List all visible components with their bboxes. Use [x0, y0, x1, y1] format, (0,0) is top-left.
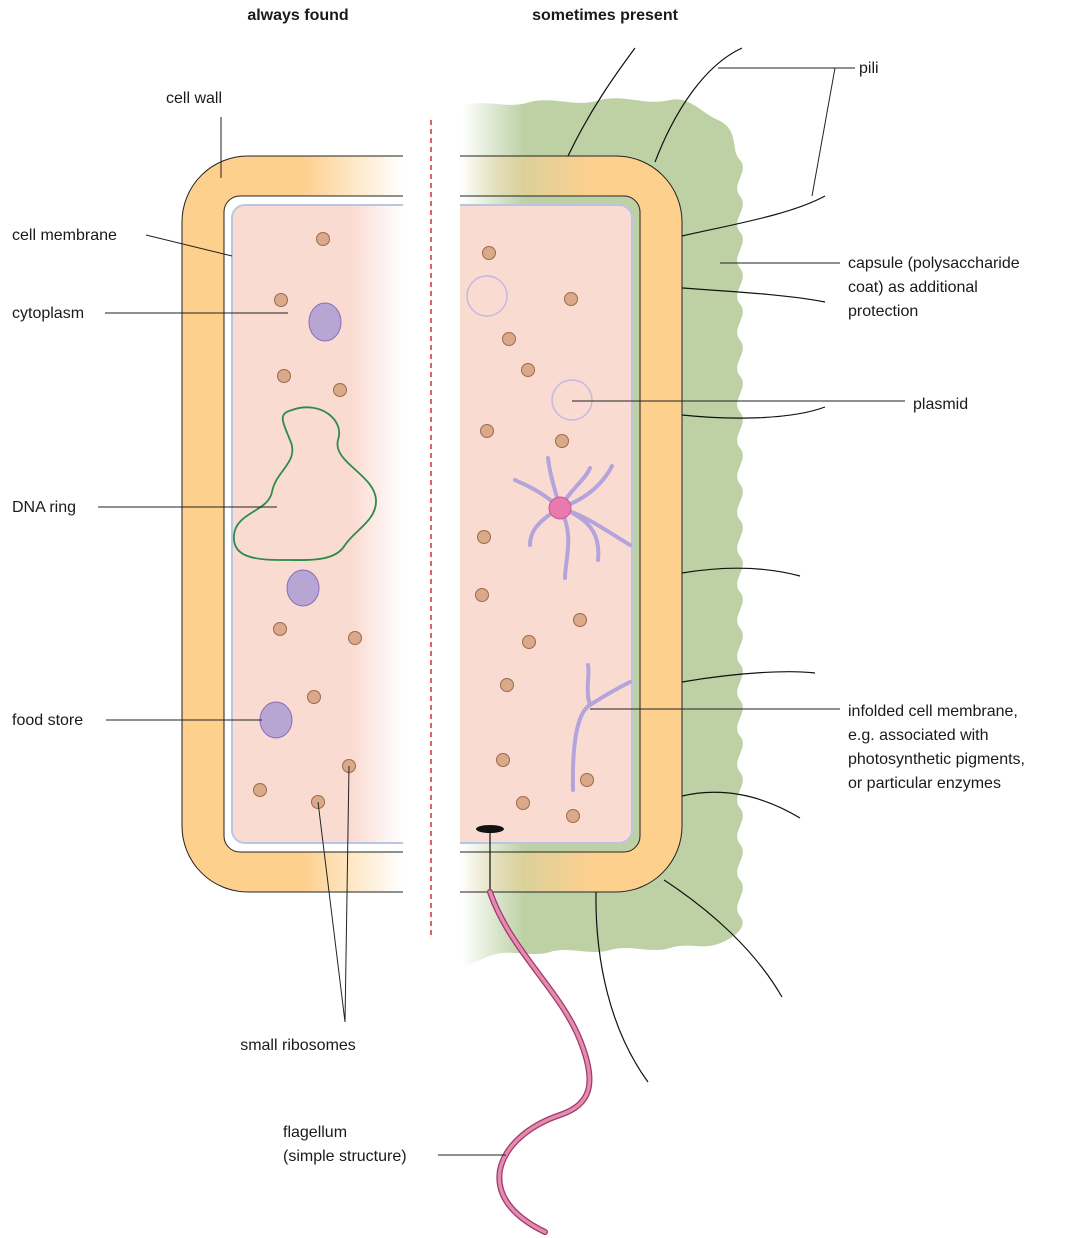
header-always-found: always found	[247, 7, 348, 24]
ribosome	[567, 810, 580, 823]
ribosome	[254, 784, 267, 797]
ribosome	[476, 589, 489, 602]
label-capsule-line1: capsule (polysaccharide	[848, 255, 1020, 272]
ribosome	[581, 774, 594, 787]
ribosome	[275, 294, 288, 307]
ribosome	[317, 233, 330, 246]
ribosome	[481, 425, 494, 438]
label-plasmid: plasmid	[913, 396, 968, 413]
label-food-store: food store	[12, 712, 83, 729]
ribosome	[556, 435, 569, 448]
cytoplasm-left	[232, 205, 403, 843]
ribosome	[497, 754, 510, 767]
label-small-ribosomes: small ribosomes	[240, 1037, 356, 1054]
food-store-granule	[287, 570, 319, 606]
ribosome	[565, 293, 578, 306]
label-flagellum-line1: flagellum	[283, 1124, 347, 1141]
ribosome	[308, 691, 321, 704]
ribosome	[517, 797, 530, 810]
ribosome	[522, 364, 535, 377]
label-pili: pili	[859, 60, 879, 77]
label-infolded-line2: e.g. associated with	[848, 727, 989, 744]
ribosome	[501, 679, 514, 692]
infolded-membrane-branch	[588, 665, 590, 705]
label-cell-wall: cell wall	[166, 90, 222, 107]
mesosome-center	[549, 497, 571, 519]
flagellum-basal-body	[476, 825, 504, 833]
ribosome	[349, 632, 362, 645]
ribosome	[503, 333, 516, 346]
ribosome	[478, 531, 491, 544]
ribosome	[278, 370, 291, 383]
label-infolded-line1: infolded cell membrane,	[848, 703, 1018, 720]
label-cell-membrane: cell membrane	[12, 227, 117, 244]
ribosome	[274, 623, 287, 636]
label-dna-ring: DNA ring	[12, 499, 76, 516]
label-infolded-line4: or particular enzymes	[848, 775, 1001, 792]
ribosome	[574, 614, 587, 627]
ribosome	[334, 384, 347, 397]
header-sometimes-present: sometimes present	[532, 7, 679, 24]
label-capsule-line2: coat) as additional	[848, 279, 978, 296]
label-flagellum-line2: (simple structure)	[283, 1148, 407, 1165]
label-capsule-line3: protection	[848, 303, 918, 320]
ribosome	[483, 247, 496, 260]
cytoplasm-right	[460, 205, 632, 843]
ribosome	[523, 636, 536, 649]
food-store-granule	[309, 303, 341, 341]
food-store-granule	[260, 702, 292, 738]
label-infolded-line3: photosynthetic pigments,	[848, 751, 1025, 768]
label-cytoplasm: cytoplasm	[12, 305, 84, 322]
